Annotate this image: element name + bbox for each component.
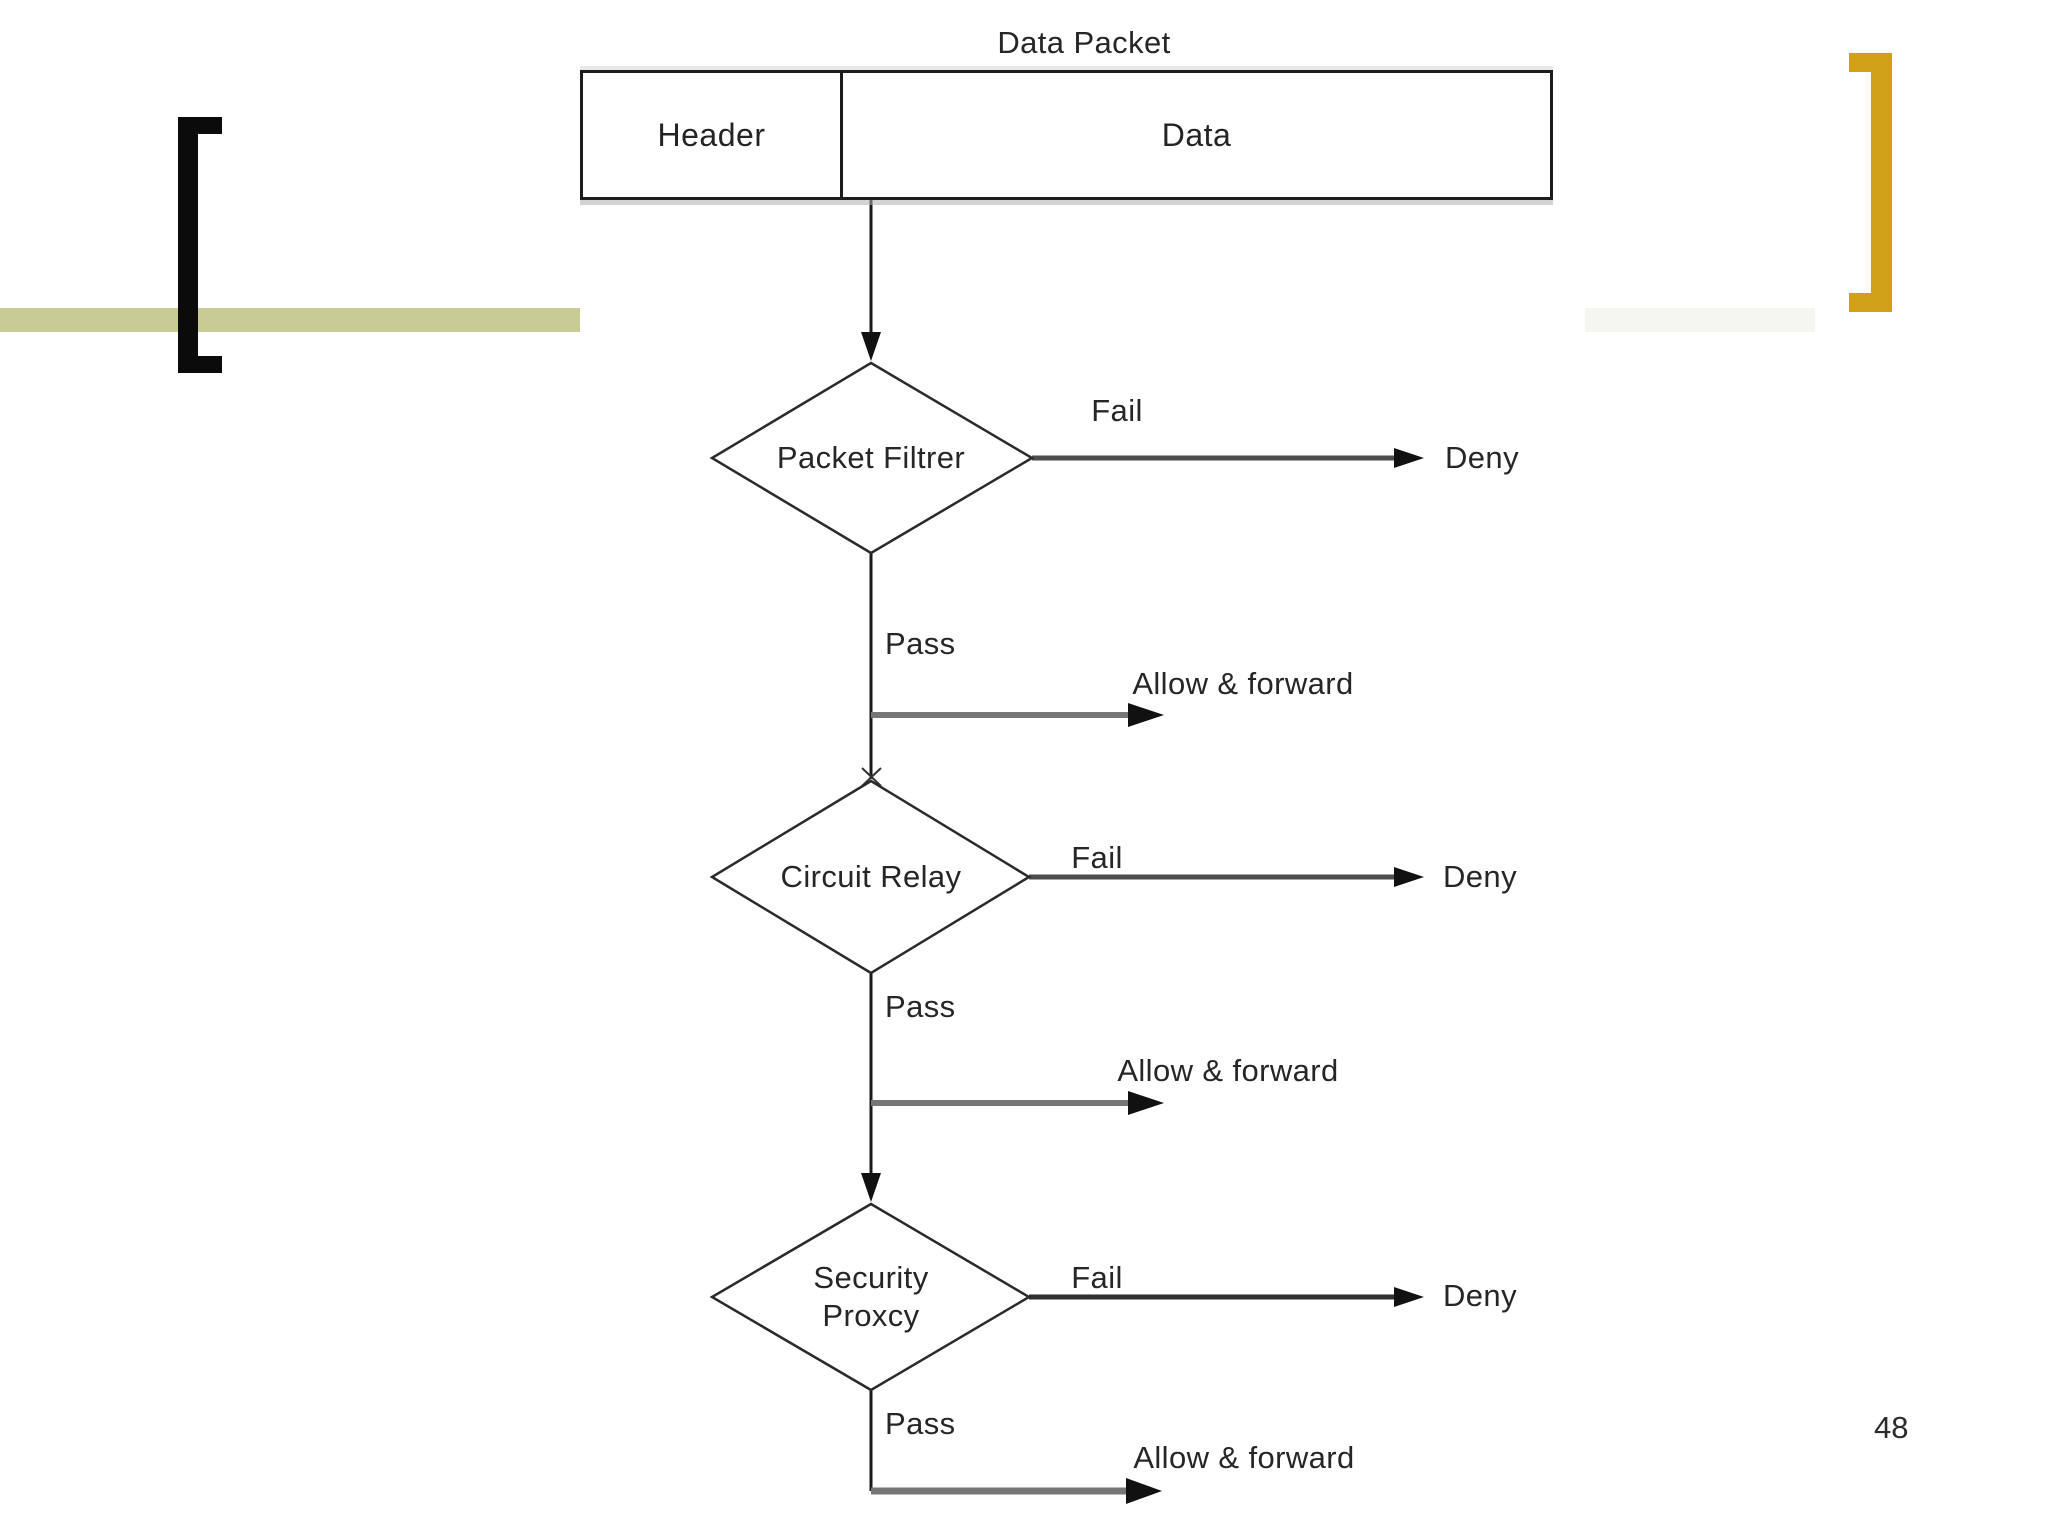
left-bracket-decoration (178, 117, 222, 373)
stage3-deny-label: Deny (1443, 1278, 1517, 1313)
stage1-diamond-label: Packet Filtrer (776, 440, 966, 475)
stage2-fail-label: Fail (1071, 840, 1123, 875)
stage2-pass-label: Pass (885, 989, 956, 1024)
x-mark-b (861, 767, 882, 787)
arrowhead-fail-stage3 (1394, 1287, 1424, 1307)
arrowhead-down-stage3 (861, 1173, 881, 1202)
stage2-diamond-label: Circuit Relay (780, 859, 962, 894)
stage3-diamond-label-line1: Security (813, 1260, 929, 1295)
arrowhead-allow-stage1 (1128, 703, 1164, 727)
stage2-allow-label: Allow & forward (1117, 1053, 1339, 1088)
right-bracket-decoration (1849, 53, 1892, 312)
stage3-fail-label: Fail (1071, 1260, 1123, 1295)
stage1-pass-label: Pass (885, 626, 956, 661)
arrowhead-allow-stage3 (1126, 1478, 1162, 1504)
packet-header-cell: Header (583, 73, 843, 197)
arrowhead-fail-stage1 (1394, 448, 1424, 468)
faint-accent-band (1585, 308, 1815, 332)
data-packet-box: Header Data (580, 70, 1553, 200)
stage3-allow-label: Allow & forward (1133, 1440, 1355, 1475)
page-number: 48 (1874, 1410, 1909, 1445)
olive-accent-band (0, 308, 580, 332)
arrowhead-down-stage1 (861, 332, 881, 361)
data-packet-title: Data Packet (997, 25, 1171, 60)
stage1-fail-label: Fail (1091, 393, 1143, 428)
arrowhead-fail-stage2 (1394, 867, 1424, 887)
packet-data-cell: Data (1161, 116, 1232, 153)
diamond-packet-filter (709, 361, 1035, 555)
stage2-deny-label: Deny (1443, 859, 1517, 894)
arrowhead-allow-stage2 (1128, 1091, 1164, 1115)
diamond-circuit-relay (709, 779, 1032, 975)
diamond-security-proxy (709, 1202, 1032, 1392)
stage3-diamond-label: Security Proxcy (813, 1259, 928, 1335)
stage3-pass-label: Pass (885, 1406, 956, 1441)
stage3-diamond-label-line2: Proxcy (822, 1298, 920, 1333)
stage1-deny-label: Deny (1445, 440, 1519, 475)
stage1-allow-label: Allow & forward (1132, 666, 1354, 701)
